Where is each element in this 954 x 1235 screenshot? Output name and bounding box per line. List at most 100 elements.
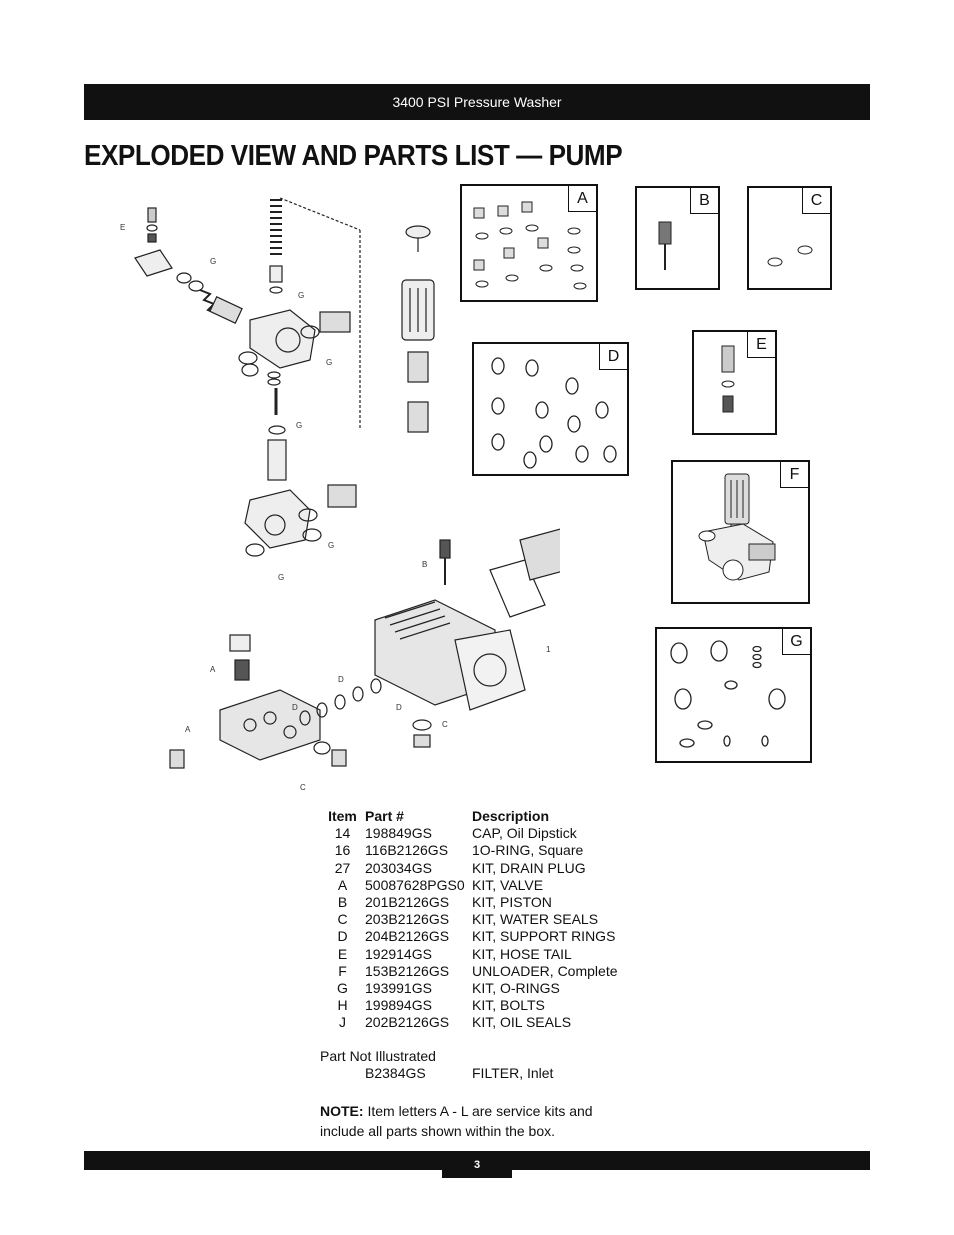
description-cell: KIT, PISTON <box>472 894 552 911</box>
description-cell: KIT, VALVE <box>472 876 544 893</box>
callout-g-5: G <box>328 541 334 550</box>
item-cell: F <box>338 962 347 979</box>
item-cell: H <box>337 997 348 1014</box>
part-cell: 192914GS <box>365 945 432 962</box>
kit-a-parts <box>473 201 587 290</box>
table-row: E 192914GS KIT, HOSE TAIL <box>320 946 618 963</box>
callout-g-3: G <box>326 358 332 367</box>
table-row: A 50087628PGS0 KIT, VALVE <box>320 877 618 894</box>
header-description: Description <box>472 808 550 824</box>
kit-d-parts <box>491 357 617 469</box>
table-row: 27 203034GS KIT, DRAIN PLUG <box>320 860 618 877</box>
kit-c-parts <box>767 245 813 267</box>
header-item: Item <box>328 808 357 824</box>
description-cell: KIT, WATER SEALS <box>472 911 599 928</box>
note-label: NOTE: <box>320 1103 364 1119</box>
part-cell: 198849GS <box>365 825 432 842</box>
header-bar: 3400 PSI Pressure Washer <box>84 84 870 120</box>
item-cell: B <box>337 894 348 911</box>
description-cell: KIT, BOLTS <box>472 997 545 1014</box>
item-cell: E <box>337 945 348 962</box>
kit-box-g-letter: G <box>782 629 810 655</box>
kit-box-g: G <box>655 627 812 763</box>
kit-box-a: A <box>460 184 598 302</box>
kit-e-parts <box>721 345 735 413</box>
description-cell: KIT, OIL SEALS <box>472 1014 572 1031</box>
part-cell: 202B2126GS <box>365 1014 450 1031</box>
callout-g-2: G <box>298 291 304 300</box>
kit-box-c: C <box>747 186 832 290</box>
kit-box-e-letter: E <box>747 332 775 358</box>
callout-e: E <box>120 223 125 232</box>
callout-d-1: D <box>338 675 344 684</box>
kit-box-b: B <box>635 186 720 290</box>
item-cell: 27 <box>334 859 351 876</box>
note: NOTE: Item letters A - L are service kit… <box>320 1101 620 1141</box>
description-cell: UNLOADER, Complete <box>472 962 618 979</box>
description-cell: KIT, DRAIN PLUG <box>472 859 586 876</box>
description-cell: 1O-RING, Square <box>472 842 584 859</box>
description-cell: KIT, O-RINGS <box>472 980 560 997</box>
item-cell: C <box>337 911 348 928</box>
part-cell: 50087628PGS0 <box>365 876 465 893</box>
parts-list-header-row: Item Part # Description <box>320 808 618 825</box>
table-row: 16 116B2126GS 1O-RING, Square <box>320 842 618 859</box>
part-cell: 116B2126GS <box>365 842 449 859</box>
callout-c-2: C <box>300 783 306 792</box>
note-text: Item letters A - L are service kits and … <box>320 1103 593 1139</box>
part-cell: 201B2126GS <box>365 894 450 911</box>
kit-box-d: D <box>472 342 629 476</box>
callout-a-1: A <box>210 665 216 674</box>
parts-list-table: Item Part # Description 14 198849GS CAP, O… <box>320 808 618 1032</box>
table-row: D 204B2126GS KIT, SUPPORT RINGS <box>320 928 618 945</box>
callout-1: 1 <box>546 645 551 654</box>
part-cell: 204B2126GS <box>365 928 450 945</box>
table-row: 14 198849GS CAP, Oil Dipstick <box>320 825 618 842</box>
item-cell: G <box>337 980 348 997</box>
not-illustrated-description: FILTER, Inlet <box>472 1065 554 1081</box>
table-row: F 153B2126GS UNLOADER, Complete <box>320 962 618 980</box>
not-illustrated-part: B2384GS <box>365 1065 426 1081</box>
callout-g-1: G <box>210 257 216 266</box>
part-cell: 203034GS <box>365 859 432 876</box>
kit-box-b-letter: B <box>690 188 718 214</box>
table-row: C 203B2126GS KIT, WATER SEALS <box>320 911 618 928</box>
callout-g-4: G <box>296 421 302 430</box>
page-number: 3 <box>442 1151 512 1178</box>
description-cell: KIT, SUPPORT RINGS <box>472 928 616 945</box>
callout-d-2: D <box>292 703 298 712</box>
kit-box-e: E <box>692 330 777 435</box>
callout-g-6: G <box>278 573 284 582</box>
not-illustrated-label: Part Not Illustrated <box>320 1048 436 1064</box>
kit-box-f-letter: F <box>780 462 808 488</box>
kit-box-d-letter: D <box>599 344 627 370</box>
table-row: J 202B2126GS KIT, OIL SEALS <box>320 1014 618 1031</box>
table-row: B 201B2126GS KIT, PISTON <box>320 894 618 911</box>
item-cell: 14 <box>334 825 351 842</box>
kit-b-parts <box>658 221 672 270</box>
exploded-pump-diagram: E G G G G G G A A B C C D D D 1 <box>120 197 560 792</box>
callout-b: B <box>422 560 427 569</box>
callout-a-2: A <box>185 725 191 734</box>
part-cell: 193991GS <box>365 980 432 997</box>
item-cell: D <box>337 928 348 945</box>
page-title: EXPLODED VIEW AND PARTS LIST — PUMP <box>84 140 623 172</box>
kit-box-a-letter: A <box>568 186 596 212</box>
kit-g-parts <box>670 640 786 748</box>
header-part: Part # <box>365 808 404 824</box>
table-row: H 199894GS KIT, BOLTS <box>320 997 618 1014</box>
item-cell: J <box>339 1014 346 1031</box>
item-cell: A <box>337 876 348 893</box>
part-cell: 153B2126GS <box>365 962 450 979</box>
callout-c-1: C <box>442 720 448 729</box>
item-cell: 16 <box>334 842 351 859</box>
description-cell: KIT, HOSE TAIL <box>472 945 572 962</box>
description-cell: CAP, Oil Dipstick <box>472 825 577 842</box>
table-row: G 193991GS KIT, O-RINGS <box>320 980 618 997</box>
part-cell: 199894GS <box>365 997 432 1014</box>
header-title: 3400 PSI Pressure Washer <box>392 94 562 110</box>
kit-box-f: F <box>671 460 810 604</box>
part-cell: 203B2126GS <box>365 911 450 928</box>
callout-d-3: D <box>396 703 402 712</box>
kit-f-unloader <box>698 473 776 581</box>
